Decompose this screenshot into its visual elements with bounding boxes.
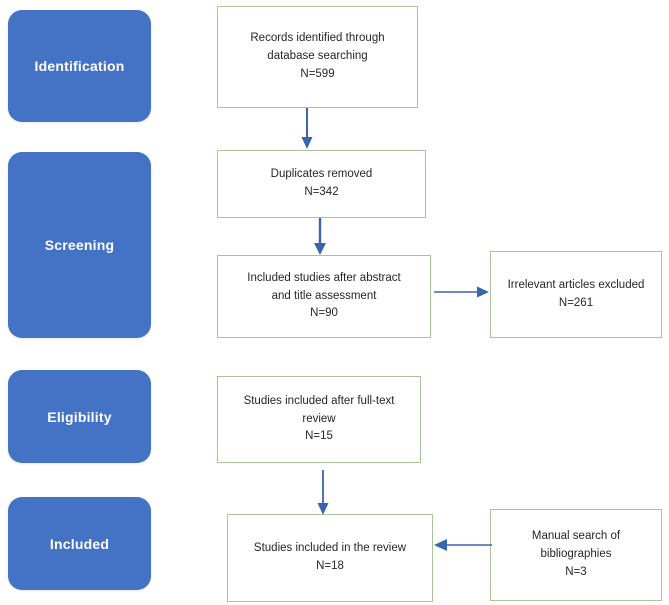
box-studies-in-review-count: N=18 — [316, 560, 344, 572]
box-manual-search-line1: Manual search of — [531, 530, 621, 543]
stage-eligibility: Eligibility — [8, 370, 151, 463]
stage-included-label: Included — [49, 535, 110, 552]
stage-eligibility-label: Eligibility — [47, 408, 112, 425]
box-irrelevant-excluded-count: N=261 — [558, 296, 594, 309]
box-abstract-title-screened-count: N=90 — [310, 307, 338, 320]
arrow-records-to-duplicates-icon — [297, 108, 317, 150]
box-fulltext-included-count: N=15 — [305, 430, 333, 443]
box-studies-in-review-line1: Studies included in the review — [253, 542, 407, 555]
box-abstract-title-screened: Included studies after abstract and titl… — [217, 255, 431, 338]
box-manual-search: Manual search of bibliographies N=3 — [490, 509, 662, 601]
stage-screening: Screening — [8, 152, 151, 338]
arrow-manual-to-review-icon — [434, 536, 492, 554]
box-fulltext-included-line2: review — [302, 412, 336, 425]
box-duplicates-removed-line1: Duplicates removed — [270, 168, 373, 181]
box-records-identified-line2: database searching — [267, 50, 368, 63]
box-records-identified: Records identified through database sear… — [217, 6, 418, 108]
box-duplicates-removed-count: N=342 — [304, 186, 339, 198]
stage-identification: Identification — [8, 10, 151, 122]
box-records-identified-line1: Records identified through — [250, 32, 385, 45]
box-studies-in-review: Studies included in the review N=18 — [227, 514, 433, 602]
arrow-screened-to-excluded-icon — [434, 283, 490, 301]
arrow-duplicates-to-screened-icon — [310, 218, 330, 256]
box-abstract-title-screened-line1: Included studies after abstract — [247, 271, 401, 284]
box-irrelevant-excluded: Irrelevant articles excluded N=261 — [490, 251, 662, 338]
stage-included: Included — [8, 497, 151, 590]
box-records-identified-count: N=599 — [300, 67, 335, 80]
box-manual-search-line2: bibliographies — [540, 548, 612, 561]
stage-screening-label: Screening — [44, 237, 115, 253]
box-duplicates-removed: Duplicates removed N=342 — [217, 150, 426, 218]
stage-identification-label: Identification — [34, 58, 125, 74]
arrow-fulltext-to-review-icon — [313, 470, 333, 516]
box-irrelevant-excluded-line1: Irrelevant articles excluded — [507, 278, 645, 291]
box-fulltext-included-line1: Studies included after full-text — [243, 394, 395, 407]
box-abstract-title-screened-line2: and title assessment — [271, 289, 377, 302]
box-manual-search-count: N=3 — [565, 565, 587, 578]
box-fulltext-included: Studies included after full-text review … — [217, 376, 421, 463]
